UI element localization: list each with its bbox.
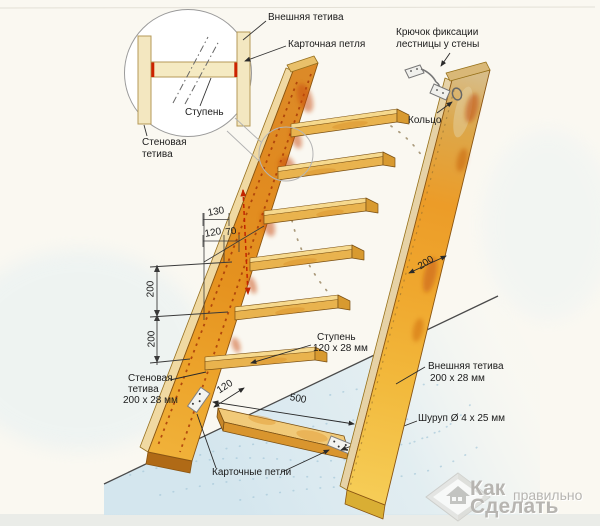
step-1 bbox=[290, 108, 410, 138]
wall-stringer bbox=[139, 55, 319, 474]
hook-arrow bbox=[440, 52, 451, 67]
inset-step-label: Ступень bbox=[185, 107, 224, 118]
wall-spec-label-2: тетива bbox=[128, 384, 159, 395]
inset-wall-string-label-2: тетива bbox=[142, 149, 173, 160]
dim-block-upper bbox=[202, 213, 265, 320]
wall-spec-label-1: Стеновая bbox=[128, 373, 173, 384]
inset-card-hinge-label: Карточная петля bbox=[288, 39, 366, 50]
watermark-logo bbox=[425, 472, 491, 522]
dim-rise-2: 200 bbox=[146, 330, 158, 348]
hook-label-1: Крючок фиксации bbox=[396, 27, 479, 38]
bottom-strip bbox=[0, 514, 600, 526]
hook-wire bbox=[420, 68, 437, 83]
hook-plate-1 bbox=[404, 64, 425, 79]
hook-label-2: лестницы у стены bbox=[396, 39, 480, 50]
detail-zoom-link bbox=[226, 117, 314, 182]
ring-arrow bbox=[436, 101, 453, 114]
detail-inset bbox=[124, 9, 287, 137]
hinges-label: Карточные петли bbox=[212, 467, 292, 478]
hook-plate-2 bbox=[429, 83, 451, 101]
hinge-on-stringer bbox=[186, 386, 211, 414]
watermark-word-2: правильно bbox=[513, 487, 583, 503]
step-4 bbox=[249, 244, 365, 272]
outer-stringer bbox=[339, 61, 491, 520]
wall-spec-label-3: 200 х 28 мм bbox=[123, 395, 178, 406]
dim-70: 70 bbox=[224, 225, 238, 239]
step-spec-label-1: Ступень bbox=[317, 332, 356, 343]
outer-spec-label-2: 200 х 28 мм bbox=[430, 373, 485, 384]
watermark-word-3: Сделать bbox=[470, 495, 559, 518]
step-spec-label-2: 120 х 28 мм bbox=[313, 343, 368, 354]
step-3 bbox=[263, 197, 379, 225]
screw-spec-label: Шуруп Ø 4 х 25 мм bbox=[418, 413, 506, 424]
inset-outer-string-board bbox=[236, 31, 251, 127]
dim-block-rise bbox=[149, 261, 233, 365]
ring-label: Кольцо bbox=[408, 115, 442, 126]
red-dim-line bbox=[240, 188, 251, 296]
outer-spec-label-1: Внешняя тетива bbox=[428, 361, 504, 372]
inset-wall-string-label-1: Стеновая bbox=[142, 137, 187, 148]
inset-wall-string-board bbox=[137, 35, 152, 125]
background-washes bbox=[0, 130, 600, 450]
hook-assembly bbox=[404, 52, 463, 114]
inset-outer-string-label: Внешняя тетива bbox=[268, 12, 344, 23]
dim-rise-1: 200 bbox=[145, 280, 157, 298]
ring bbox=[451, 87, 463, 101]
step-5 bbox=[234, 294, 351, 321]
watermark-word-1: Как bbox=[470, 477, 506, 500]
top-crease-line bbox=[0, 6, 596, 9]
detached-step-dims bbox=[212, 387, 355, 426]
step-2 bbox=[277, 151, 396, 181]
outer-stringer-annotations bbox=[395, 255, 447, 385]
